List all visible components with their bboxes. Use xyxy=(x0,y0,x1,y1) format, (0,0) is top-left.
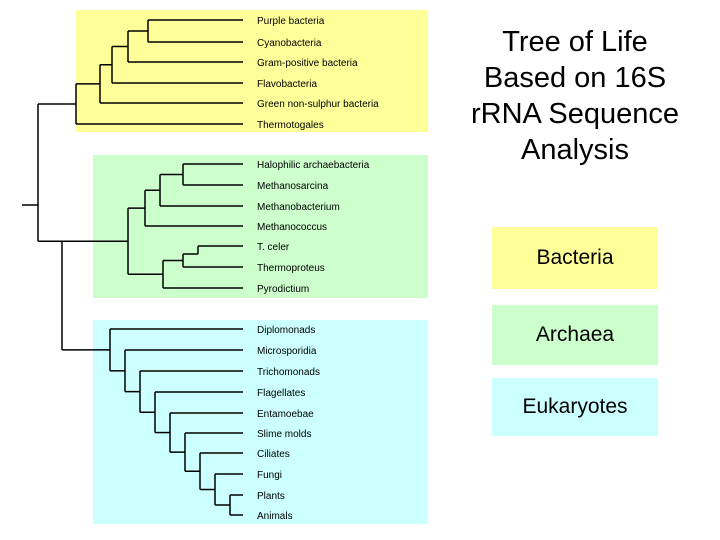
legend-eukaryotes: Eukaryotes xyxy=(492,378,658,436)
title-line-3: rRNA Sequence xyxy=(471,98,679,130)
eukarya-leaf-label: Microsporidia xyxy=(257,346,317,357)
eukarya-leaf-label: Animals xyxy=(257,511,293,522)
archaea-leaf-label: T. celer xyxy=(257,242,290,253)
archaea-leaf-label: Thermoproteus xyxy=(257,263,325,274)
legend-archaea: Archaea xyxy=(492,305,658,365)
eukarya-leaf-label: Plants xyxy=(257,491,285,502)
title-line-4: Analysis xyxy=(521,134,629,166)
bacteria-leaf-label: Flavobacteria xyxy=(257,79,317,90)
archaea-leaf-label: Methanococcus xyxy=(257,222,327,233)
eukarya-leaf-label: Diplomonads xyxy=(257,325,315,336)
archaea-leaf-label: Methanobacterium xyxy=(257,202,340,213)
eukarya-leaf-label: Fungi xyxy=(257,470,282,481)
title-line-2: Based on 16S xyxy=(483,62,667,94)
eukarya-leaf-label: Ciliates xyxy=(257,449,290,460)
eukarya-region xyxy=(93,320,428,524)
bacteria-leaf-label: Green non-sulphur bacteria xyxy=(257,99,379,110)
slide-title: Tree of Life Based on 16S rRNA Sequence … xyxy=(440,24,710,168)
bacteria-leaf-label: Purple bacteria xyxy=(257,16,325,27)
archaea-leaf-label: Pyrodictium xyxy=(257,284,309,295)
bacteria-leaf-label: Thermotogales xyxy=(257,120,324,131)
legend-bacteria: Bacteria xyxy=(492,227,658,289)
archaea-leaf-label: Methanosarcina xyxy=(257,181,329,192)
eukarya-leaf-label: Slime molds xyxy=(257,429,311,440)
bacteria-leaf-label: Gram-positive bacteria xyxy=(257,58,358,69)
archaea-leaf-label: Halophilic archaebacteria xyxy=(257,160,370,171)
eukarya-leaf-label: Entamoebae xyxy=(257,409,314,420)
eukarya-leaf-label: Flagellates xyxy=(257,388,305,399)
bacteria-leaf-label: Cyanobacteria xyxy=(257,38,322,49)
eukarya-leaf-label: Trichomonads xyxy=(257,367,320,378)
title-line-1: Tree of Life xyxy=(502,26,648,58)
